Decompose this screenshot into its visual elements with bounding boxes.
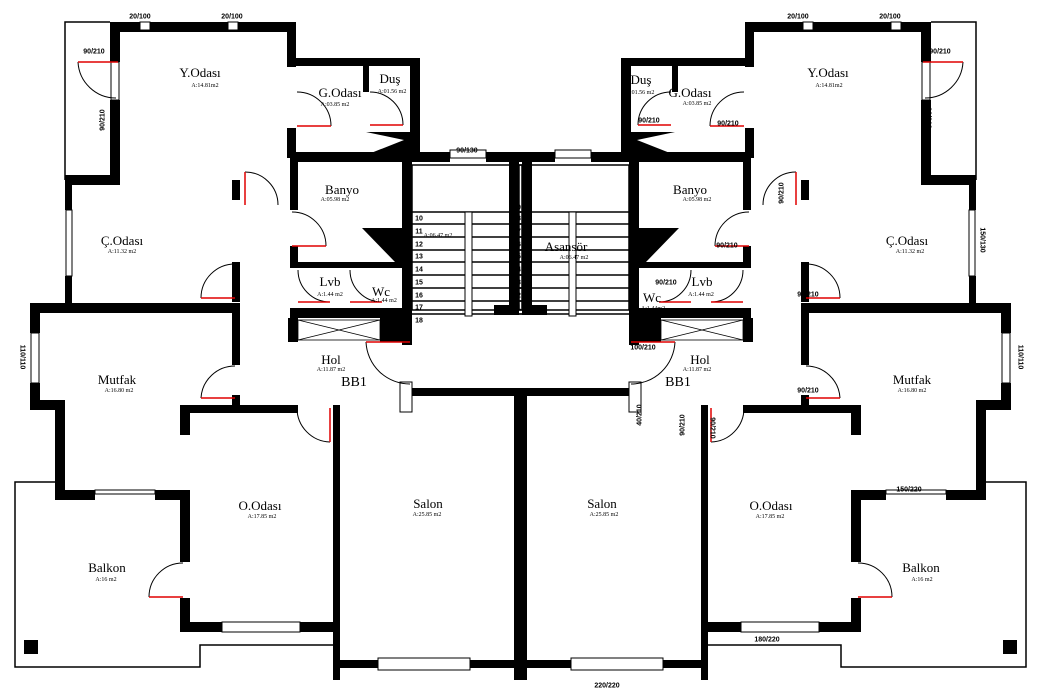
room-name: Balkon [902,560,940,575]
room-area: A:16 m2 [911,577,933,583]
room-name: Duş [379,71,401,86]
dimension-label: 90/210 [924,107,932,129]
room-area: A:25.85 m2 [412,512,442,518]
step-number: 18 [415,317,423,325]
dimension-label: 90/210 [708,417,716,439]
room-name: Balkon [88,560,126,575]
room-area: A:16 m2 [95,577,117,583]
dimension-label: 110/110 [18,344,26,370]
right-unit-walls [493,21,1027,681]
room-area: A:03.85 m2 [682,101,712,107]
room-name: Lvb [691,274,713,289]
room-area: A:11.87 m2 [316,367,346,373]
step-number: 13 [415,253,423,261]
room-name: Y.Odası [807,65,849,80]
room-name: Mutfak [892,372,932,387]
step-number: 8 [517,215,521,223]
room-name: Hol [690,352,710,367]
room-area: A:03.85 m2 [320,102,350,108]
dimension-label: 20/100 [787,13,809,21]
room-area: A:11.32 m2 [107,249,137,255]
step-number: 1 [517,304,521,312]
room-area: A:14.81m2 [815,83,843,89]
room-name: Banyo [325,182,359,197]
room-name: O.Odası [238,498,282,513]
dimension-label: 20/100 [221,13,243,21]
room-area: A:05.98 m2 [320,197,350,203]
room-name: G.Odası [668,85,712,100]
step-number: 2 [517,292,521,300]
step-number: 11 [415,228,423,236]
room-name: Lvb [319,274,341,289]
room-area: A:11.87 m2 [682,367,712,373]
dimension-label: 90/210 [797,291,819,299]
dimension-label: 110/110 [1016,344,1024,370]
room-name: Y.Odası [179,65,221,80]
step-number: 15 [415,279,423,287]
room-area: A:17.85 m2 [755,514,785,520]
dimension-label: 20/100 [879,13,901,21]
room-area: A:1.44 m2 [317,292,343,298]
dimension-label: 90/210 [83,48,105,56]
dimension-label: 150/130 [978,227,986,253]
room-name: Salon [587,496,617,511]
dimension-label: 40/210 [636,404,644,426]
room-area: A:14.81m2 [191,83,219,89]
room-area: A:25.85 m2 [589,512,619,518]
dimension-label: 90/210 [717,120,739,128]
room-name: Banyo [673,182,707,197]
dimension-label: 90/210 [679,414,687,436]
stair-area: A:06.47 m2 [423,233,453,239]
room-area: A:01.56 m2 [625,90,655,96]
room-area: A:1.44m2 [640,306,666,312]
elevator-name: Asansör [544,239,588,254]
dimension-label: 150/220 [896,486,922,494]
room-area: A:1.44 m2 [688,292,714,298]
room-name: Hol [321,352,341,367]
room-name: Mutfak [97,372,137,387]
unit-label: BB1 [341,375,367,390]
step-number: 14 [415,266,423,274]
room-name: Wc [371,284,391,299]
room-area: A:01.56 m2 [377,89,407,95]
room-name: Wc [642,290,662,305]
dimension-label: 90/210 [778,182,786,204]
dimension-label: 90/210 [797,387,819,395]
dimension-label: 180/220 [754,636,780,644]
dimension-label: 220/220 [594,682,620,690]
step-number: 9 [517,204,521,212]
dimension-label: 90/210 [716,242,738,250]
step-number: 7 [517,228,521,236]
room-area: A:16.80 m2 [104,388,134,394]
step-number: 12 [415,241,423,249]
unit-label: BB1 [665,375,691,390]
room-name: O.Odası [749,498,793,513]
step-number: 6 [517,241,521,249]
step-number: 5 [517,253,521,261]
room-name: Duş [630,72,652,87]
room-area: A:05.98 m2 [682,197,712,203]
room-name: Salon [413,496,443,511]
room-name: Ç.Odası [100,233,144,248]
step-number: 16 [415,292,423,300]
stair-window-label: 90/130 [456,147,478,155]
dimension-label: 20/100 [129,13,151,21]
step-number: 17 [415,304,423,312]
dimension-label: 90/210 [929,48,951,56]
step-number: 10 [415,215,423,223]
step-number: 3 [517,279,521,287]
elevator-area: A:06.47 m2 [559,255,589,261]
dimension-label: 90/210 [638,117,660,125]
room-area: A:17.85 m2 [247,514,277,520]
room-area: A:1.44 m2 [371,298,397,304]
step-number: 4 [517,266,521,274]
room-name: G.Odası [318,85,362,100]
room-area: A:16.80 m2 [897,388,927,394]
dimension-label: 100/210 [630,344,656,352]
dimension-label: 90/210 [99,109,107,131]
room-name: Ç.Odası [885,233,929,248]
dimension-label: 90/210 [655,279,677,287]
room-area: A:11.32 m2 [895,249,925,255]
